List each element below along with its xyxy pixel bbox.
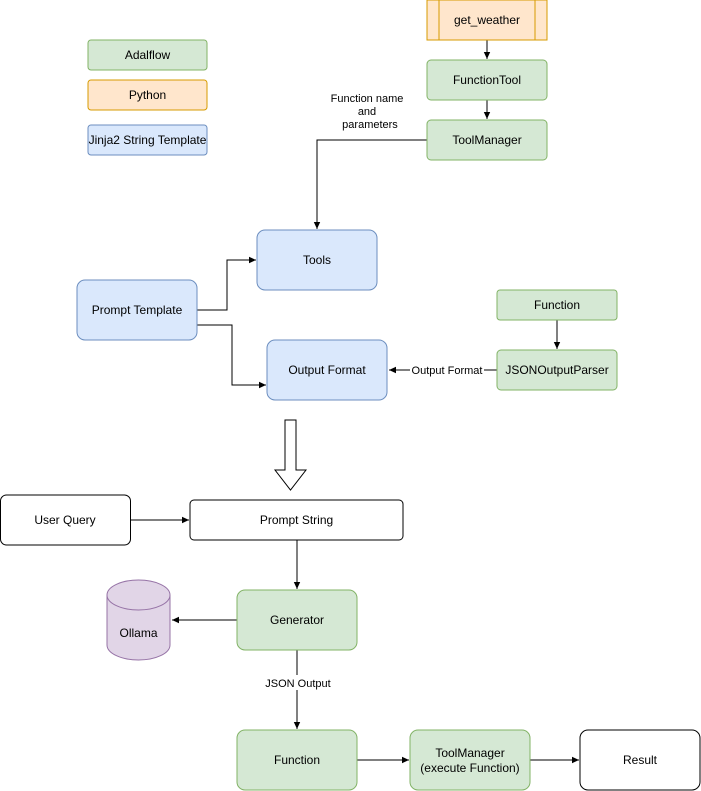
tool-manager-exec-label-line2: (execute Function) [420, 761, 519, 775]
label-parameters: parameters [342, 119, 398, 131]
prompt-template-box [76, 279, 198, 341]
output-format-box [266, 339, 388, 401]
tool-manager-exec-box [409, 729, 531, 791]
prompt-string-box [189, 499, 404, 541]
node-tools[interactable]: Tools [256, 229, 378, 291]
node-result[interactable]: Result [579, 729, 701, 791]
node-ollama[interactable]: Ollama [106, 579, 171, 661]
label-output-format-bg [410, 362, 484, 377]
edge-prompt-template-to-output-format [197, 324, 266, 389]
node-tool-manager-exec[interactable]: ToolManager (execute Function) [409, 729, 531, 791]
get-weather-label: get_weather [454, 13, 520, 27]
node-generator[interactable]: Generator [236, 589, 358, 651]
node-output-format[interactable]: Output Format [266, 339, 388, 401]
json-output-parser-box [496, 349, 618, 391]
tools-box [256, 229, 378, 291]
legend-adalflow-label: Adalflow [125, 48, 171, 62]
legend-python-box [87, 79, 208, 111]
node-user-query[interactable]: User Query [0, 494, 131, 546]
user-query-box [0, 494, 131, 546]
tool-manager-label: ToolManager [452, 133, 521, 147]
label-json-output: JSON Output [265, 678, 330, 690]
json-output-parser-label: JSONOutputParser [505, 363, 608, 377]
node-get-weather[interactable]: get_weather [426, 0, 548, 41]
get-weather-box [426, 0, 548, 41]
legend: Adalflow Python Jinja2 String Template [87, 39, 208, 156]
legend-python-label: Python [129, 88, 166, 102]
edges [130, 40, 579, 764]
node-function-bottom[interactable]: Function [236, 729, 358, 791]
legend-adalflow-box [87, 39, 208, 71]
tool-manager-box [426, 119, 548, 161]
function-top-box [496, 289, 618, 321]
function-tool-box [426, 59, 548, 101]
prompt-template-label: Prompt Template [92, 303, 183, 317]
function-tool-label: FunctionTool [453, 73, 521, 87]
generator-box [236, 589, 358, 651]
label-json-output-bg [262, 675, 334, 690]
function-top-label: Function [534, 298, 580, 312]
legend-jinja-label: Jinja2 String Template [89, 133, 207, 147]
prompt-string-label: Prompt String [260, 513, 333, 527]
label-function-name: Function name [331, 93, 404, 105]
tools-label: Tools [303, 253, 331, 267]
big-down-arrow [273, 419, 308, 491]
function-bottom-box [236, 729, 358, 791]
edge-prompt-template-to-tools [197, 256, 256, 311]
node-json-output-parser[interactable]: JSONOutputParser [496, 349, 618, 391]
edge-labels: Function name and parameters Output Form… [262, 93, 484, 690]
edge-toolmanager-to-tools [313, 139, 427, 229]
ollama-cylinder-top [106, 579, 171, 611]
ollama-label: Ollama [119, 626, 157, 640]
result-label: Result [623, 753, 658, 767]
output-format-label: Output Format [288, 363, 366, 377]
node-prompt-string[interactable]: Prompt String [189, 499, 404, 541]
label-and: and [358, 106, 376, 118]
node-tool-manager[interactable]: ToolManager [426, 119, 548, 161]
generator-label: Generator [270, 613, 324, 627]
label-output-format: Output Format [412, 365, 483, 377]
user-query-label: User Query [34, 513, 95, 527]
node-prompt-template[interactable]: Prompt Template [76, 279, 198, 341]
legend-jinja-box [87, 124, 208, 156]
node-function-tool[interactable]: FunctionTool [426, 59, 548, 101]
ollama-cylinder-body [106, 595, 171, 661]
function-bottom-label: Function [274, 753, 320, 767]
result-box [579, 729, 701, 791]
node-function-top[interactable]: Function [496, 289, 618, 321]
tool-manager-exec-label-line1: ToolManager [435, 746, 504, 760]
